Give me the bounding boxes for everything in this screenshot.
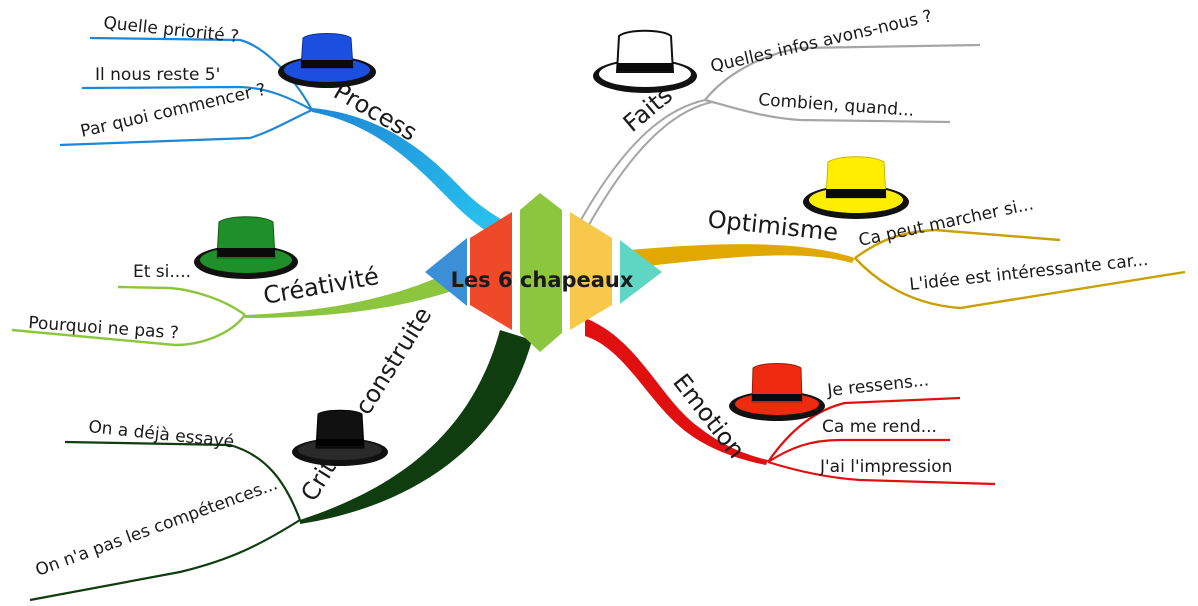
branch-creativite[interactable]: Créativité Et si.... Pourquoi ne pas ? — [11, 216, 455, 347]
faits-leaf-line-1 — [704, 43, 981, 101]
central-segment-teal — [620, 240, 662, 304]
critique-leaf-line-2 — [29, 519, 301, 602]
yellow-hat-icon — [803, 156, 909, 219]
emotion-branch-line — [585, 318, 768, 465]
optimisme-leaf-line-1 — [854, 228, 1061, 259]
creativite-leaf-line-2 — [11, 314, 246, 347]
branch-faits[interactable]: Faits Quelles infos avons-nous ? Combien… — [577, 6, 981, 231]
faits-branch-line-2 — [585, 101, 713, 231]
central-segment-green — [520, 193, 562, 352]
central-node[interactable]: Les 6 chapeaux — [425, 193, 662, 352]
critique-leaf-2: On n'a pas les compétences... — [33, 474, 280, 580]
creativite-branch-line — [245, 272, 455, 318]
branch-emotion[interactable]: Emotion Je ressens... Ca me rend... J'ai… — [585, 318, 996, 486]
process-leaf-1: Quelle priorité ? — [102, 13, 239, 47]
blue-hat-icon — [278, 33, 376, 88]
faits-leaf-1: Quelles infos avons-nous ? — [709, 6, 934, 77]
emotion-leaf-1: Je ressens... — [825, 370, 929, 401]
optimisme-branch-line — [630, 244, 855, 268]
central-segment-red — [470, 212, 512, 330]
white-hat-icon — [593, 29, 697, 93]
process-leaf-3: Par quoi commencer ? — [79, 80, 268, 142]
emotion-leaf-3: J'ai l'impression — [819, 457, 952, 477]
process-leaf-line-3 — [59, 108, 313, 147]
green-hat-icon — [194, 216, 298, 279]
red-hat-icon — [729, 363, 825, 421]
faits-leaf-line-2 — [704, 98, 951, 124]
central-segment-blue — [425, 238, 467, 306]
branch-critique[interactable]: Critique construite On a déjà essayé On … — [29, 302, 532, 602]
critique-leaf-line-1 — [64, 440, 302, 521]
faits-branch-line-1 — [577, 99, 706, 226]
optimisme-leaf-2: L'idée est intéressante car... — [908, 250, 1149, 295]
creativite-leaf-line-1 — [117, 285, 246, 316]
process-leaf-line-2 — [81, 85, 313, 111]
branch-process[interactable]: Process Quelle priorité ? Il nous reste … — [59, 13, 506, 236]
creativite-leaf-1: Et si.... — [133, 262, 191, 282]
faits-leaf-2: Combien, quand... — [758, 90, 915, 121]
central-node-label: Les 6 chapeaux — [451, 268, 634, 292]
process-leaf-2: Il nous reste 5' — [95, 65, 220, 85]
process-leaf-line-1 — [89, 36, 313, 111]
emotion-leaf-line-3 — [767, 460, 996, 486]
central-segment-yellow — [570, 212, 612, 330]
emotion-leaf-line-2 — [767, 438, 950, 463]
process-branch-line — [312, 108, 506, 236]
critique-leaf-1: On a déjà essayé — [87, 417, 235, 452]
emotion-leaf-2: Ca me rend... — [822, 417, 937, 437]
branch-optimisme[interactable]: Optimisme Ca peut marcher si... L'idée e… — [630, 156, 1186, 310]
black-hat-icon — [292, 409, 388, 466]
emotion-leaf-line-1 — [767, 396, 961, 463]
critique-branch-line — [300, 330, 532, 524]
optimisme-leaf-line-2 — [854, 257, 1186, 310]
